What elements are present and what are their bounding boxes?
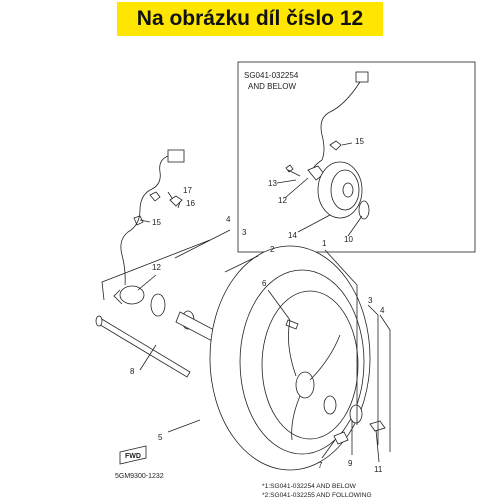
- callout-6: 6: [262, 279, 267, 288]
- inset-disc-hub: [342, 182, 354, 198]
- leaders-clamps: [139, 191, 181, 223]
- inset-frame: [237, 61, 476, 253]
- callout-10: 10: [344, 235, 353, 244]
- bracket-4-left: [101, 239, 211, 301]
- leader-11: [375, 429, 380, 463]
- wheel-spokes: [288, 319, 341, 441]
- leader-5: [167, 419, 201, 433]
- collar: [333, 431, 349, 445]
- callout-9: 9: [348, 459, 353, 468]
- axle-nut: [369, 420, 386, 432]
- wheel-rim-inner: [261, 290, 359, 440]
- inset-ring: [358, 200, 370, 220]
- figure-code: 5GM9300-1232: [115, 473, 164, 480]
- inset-label-line1: SG041-032254: [244, 71, 299, 80]
- inset-bolt: [285, 164, 301, 177]
- callout-8: 8: [130, 367, 135, 376]
- wheel-rim: [239, 269, 365, 455]
- callout-15-inset: 15: [355, 137, 364, 146]
- callout-7: 7: [318, 461, 323, 470]
- callout-1: 1: [322, 239, 327, 248]
- note-2: *2:SG041-032255 AND FOLLOWING: [262, 492, 372, 499]
- valve: [285, 319, 299, 330]
- bearing-right: [323, 395, 337, 415]
- inset-label-line2: AND BELOW: [248, 82, 296, 91]
- callout-2: 2: [270, 245, 275, 254]
- leader-7: [321, 439, 336, 459]
- sensor-cable: [120, 155, 169, 286]
- callout-15: 15: [152, 218, 161, 227]
- axle-head: [95, 315, 103, 327]
- callout-11: 11: [374, 465, 383, 474]
- title-banner: Na obrázku díl číslo 12: [117, 2, 383, 36]
- callout-4-right: 4: [380, 306, 385, 315]
- fwd-label: FWD: [125, 453, 141, 460]
- inset-disc-inner: [330, 169, 360, 211]
- sensor-housing: [113, 289, 123, 305]
- inset-connector: [355, 71, 369, 83]
- axle: [96, 317, 191, 378]
- leader-12: [137, 274, 157, 291]
- connector-left: [167, 149, 185, 163]
- gear-washer: [150, 293, 166, 317]
- callout-17: 17: [183, 186, 192, 195]
- callout-4-left: 4: [226, 215, 231, 224]
- callout-5: 5: [158, 433, 163, 442]
- inset-cable: [320, 81, 361, 161]
- bracket-4-right: [379, 314, 391, 452]
- title-text: Na obrázku díl číslo 12: [136, 7, 364, 30]
- bracket-3-right: [367, 304, 379, 445]
- wheel-hub: [295, 371, 315, 399]
- leader-3-left: [174, 229, 231, 259]
- callout-14: 14: [288, 231, 297, 240]
- wheel-sensor: [119, 285, 145, 305]
- leader-6: [267, 289, 291, 321]
- leader-2: [224, 255, 259, 273]
- note-1: *1:SG041-032254 AND BELOW: [262, 483, 357, 490]
- callout-16: 16: [186, 199, 195, 208]
- leader-8: [139, 344, 157, 371]
- bracket-1: [324, 249, 358, 425]
- callout-13: 13: [268, 179, 277, 188]
- oil-seal: [349, 404, 363, 424]
- inset-disc-outer: [317, 161, 363, 219]
- cable-clamps: [133, 191, 183, 226]
- callout-3-right: 3: [368, 296, 373, 305]
- callout-12: 12: [152, 263, 161, 272]
- callout-12-inset: 12: [278, 196, 287, 205]
- callout-3-left: 3: [242, 228, 247, 237]
- fwd-arrow: [119, 445, 147, 465]
- inset-leaders: [276, 142, 363, 237]
- inset-clamp: [329, 140, 342, 151]
